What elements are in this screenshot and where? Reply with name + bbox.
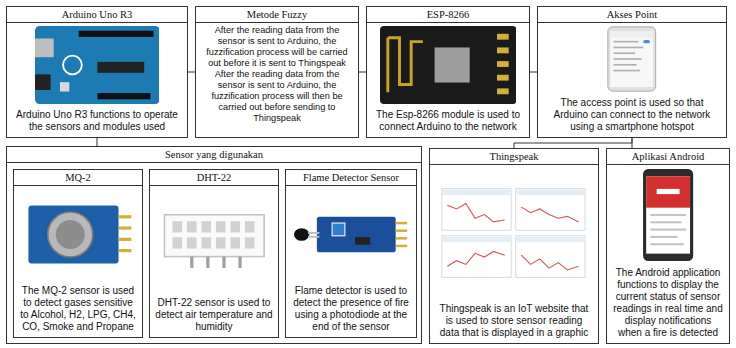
picture-slot bbox=[7, 23, 187, 107]
platform-box: Thingspeak Thingspeak is an IoT website … bbox=[429, 148, 599, 344]
box-description: Arduino Uno R3 functions to operate the … bbox=[7, 107, 187, 137]
android-app-picture bbox=[642, 168, 694, 262]
box-description: DHT-22 sensor is used to detect air temp… bbox=[150, 295, 278, 337]
box-heading: Aplikasi Android bbox=[607, 149, 729, 165]
box-description: The Android application functions to dis… bbox=[607, 265, 729, 343]
thingspeak-charts-picture bbox=[440, 168, 588, 298]
connector-line bbox=[530, 72, 537, 73]
box-heading: Sensor yang digunakan bbox=[7, 147, 421, 163]
arduino-board-picture bbox=[35, 26, 160, 104]
dht22-sensor-picture bbox=[158, 189, 271, 292]
sensor-box: Flame Detector Sensor Flame detector is … bbox=[285, 169, 417, 338]
component-box: Arduino Uno R3 Arduino Uno R3 functions … bbox=[6, 6, 188, 138]
sensor-box: DHT-22 DHT-22 sensor is used to detect a… bbox=[149, 169, 279, 338]
box-description: Thingspeak is an IoT website that is use… bbox=[430, 301, 598, 343]
picture-slot bbox=[14, 186, 142, 283]
component-box: ESP-8266 The Esp-8266 module is used to … bbox=[366, 6, 530, 138]
box-heading: Thingspeak bbox=[430, 149, 598, 165]
picture-slot bbox=[367, 23, 529, 107]
esp8266-module-picture bbox=[380, 26, 517, 104]
box-description: Flame detector is used to detect the pre… bbox=[286, 283, 416, 337]
connector-line bbox=[632, 138, 633, 148]
platform-box: Aplikasi Android The Android application… bbox=[606, 148, 730, 344]
connector-line bbox=[514, 138, 632, 148]
picture-slot bbox=[286, 186, 416, 283]
picture-slot bbox=[607, 165, 729, 265]
connector-line bbox=[97, 138, 98, 146]
box-heading: Arduino Uno R3 bbox=[7, 7, 187, 23]
method-box: Metode FuzzyAfter the reading data from … bbox=[195, 6, 359, 138]
sensor-box: MQ-2 The MQ-2 sensor is used to detect g… bbox=[13, 169, 143, 338]
box-heading: Metode Fuzzy bbox=[196, 7, 358, 23]
box-heading: Flame Detector Sensor bbox=[286, 170, 416, 186]
box-heading: Akses Point bbox=[538, 7, 726, 23]
box-description: After the reading data from the sensor i… bbox=[196, 23, 358, 128]
box-heading: MQ-2 bbox=[14, 170, 142, 186]
smartphone-hotspot-picture bbox=[607, 26, 657, 92]
box-heading: ESP-8266 bbox=[367, 7, 529, 23]
box-description: The access point is used so that Arduino… bbox=[538, 95, 726, 137]
box-description: The MQ-2 sensor is used to detect gases … bbox=[14, 283, 142, 337]
picture-slot bbox=[430, 165, 598, 301]
flame-sensor-picture bbox=[294, 189, 408, 280]
component-box: Akses Point The access point is used so … bbox=[537, 6, 727, 138]
box-heading: DHT-22 bbox=[150, 170, 278, 186]
box-description: The Esp-8266 module is used to connect A… bbox=[367, 107, 529, 137]
connector-line bbox=[359, 72, 366, 73]
connector-line bbox=[188, 72, 195, 73]
group-box: Sensor yang digunakanMQ-2 The MQ-2 senso… bbox=[6, 146, 422, 344]
picture-slot bbox=[538, 23, 726, 95]
mq2-sensor-picture bbox=[22, 189, 135, 280]
picture-slot bbox=[150, 186, 278, 295]
